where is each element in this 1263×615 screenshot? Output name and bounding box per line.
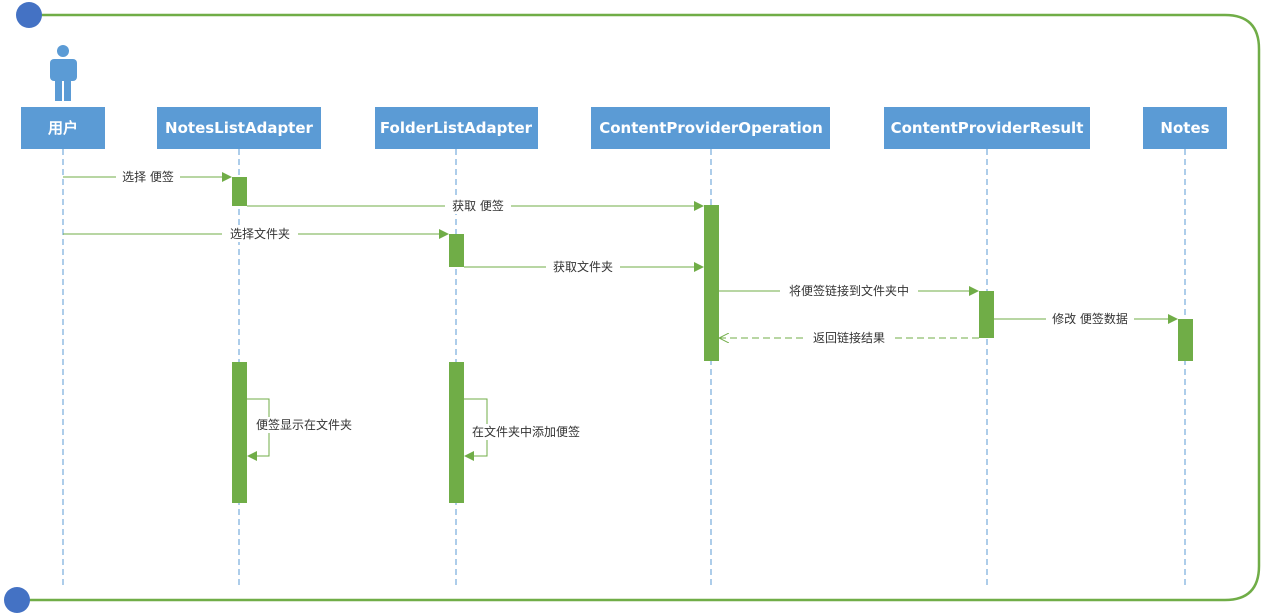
- activation-content-provider-result: [979, 291, 994, 338]
- message-label: 在文件夹中添加便签: [472, 424, 580, 439]
- message-label: 选择文件夹: [230, 226, 290, 241]
- participant-content-provider-result: ContentProviderResult: [884, 107, 1090, 149]
- participant-user: 用户: [21, 107, 105, 149]
- message-label: 选择 便签: [122, 169, 174, 184]
- participant-notes-list-adapter: NotesListAdapter: [157, 107, 321, 149]
- participant-label: FolderListAdapter: [380, 119, 533, 137]
- activations: [232, 177, 1193, 503]
- message-label: 修改 便签数据: [1052, 311, 1128, 326]
- activation-notes-list-adapter-1: [232, 177, 247, 206]
- participant-label: 用户: [48, 119, 78, 137]
- participant-label: Notes: [1160, 119, 1209, 137]
- message-label: 返回链接结果: [813, 330, 885, 345]
- activation-content-provider-operation: [704, 205, 719, 361]
- lifelines: [62, 149, 1186, 588]
- message-labels: 选择 便签 获取 便签 选择文件夹 获取文件夹 将便签链接到文件夹中 修改 便签…: [116, 169, 1134, 440]
- person-icon: [50, 45, 77, 101]
- participant-folder-list-adapter: FolderListAdapter: [375, 107, 538, 149]
- activation-folder-list-adapter-2: [449, 362, 464, 503]
- participant-label: ContentProviderOperation: [599, 119, 823, 137]
- participant-content-provider-operation: ContentProviderOperation: [591, 107, 830, 149]
- message-label: 将便签链接到文件夹中: [789, 283, 909, 298]
- participant-label: NotesListAdapter: [165, 119, 313, 137]
- frame-corner-dot-top: [16, 2, 42, 28]
- participant-notes: Notes: [1143, 107, 1227, 149]
- activation-notes: [1178, 319, 1193, 361]
- frame-corner-dot-bottom: [4, 587, 30, 613]
- activation-folder-list-adapter-1: [449, 234, 464, 267]
- message-label: 便签显示在文件夹: [256, 417, 352, 432]
- messages: [63, 172, 1178, 461]
- message-label: 获取 便签: [452, 198, 504, 213]
- activation-notes-list-adapter-2: [232, 362, 247, 503]
- frame-border: [18, 13, 1261, 602]
- participant-label: ContentProviderResult: [891, 119, 1084, 137]
- message-label: 获取文件夹: [553, 259, 613, 274]
